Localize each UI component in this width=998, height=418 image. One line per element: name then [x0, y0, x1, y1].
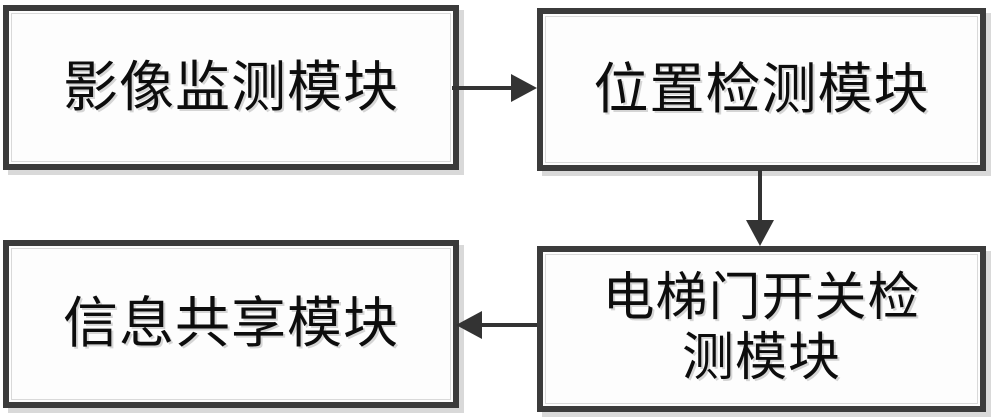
connector-line: [452, 86, 514, 90]
node-door-detect[interactable]: 电梯门开关检 测模块: [537, 246, 986, 412]
arrow-right-icon: [511, 74, 537, 102]
arrow-left-icon: [456, 311, 482, 339]
arrow-down-icon: [746, 220, 774, 246]
node-door-detect-label: 电梯门开关检 测模块: [602, 268, 921, 388]
node-image-monitor-label: 影像监测模块: [62, 54, 399, 119]
node-info-share-label: 信息共享模块: [62, 291, 399, 356]
node-position-detect-label: 位置检测模块: [593, 56, 930, 121]
node-image-monitor[interactable]: 影像监测模块: [3, 5, 459, 170]
connector-line: [481, 323, 537, 327]
node-position-detect[interactable]: 位置检测模块: [537, 8, 986, 171]
node-info-share[interactable]: 信息共享模块: [3, 240, 459, 408]
connector-line: [758, 170, 762, 225]
